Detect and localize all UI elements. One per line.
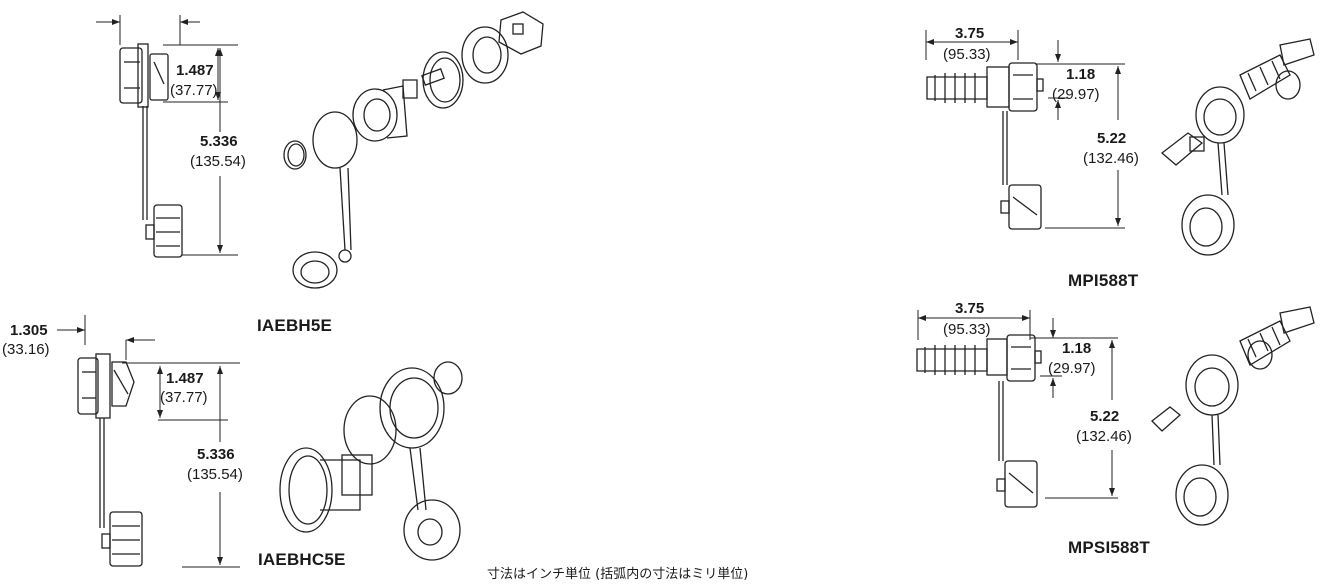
mpsi588t-height-mm: (132.46) (1076, 428, 1132, 445)
mpsi588t-exploded-view-drawing (1151, 306, 1315, 526)
mpi588t-exploded-view-drawing (1160, 38, 1315, 256)
iaebh5e-height-mm: (135.54) (190, 153, 246, 170)
mpi588t-depth-in: 1.18 (1066, 66, 1096, 83)
units-footnote: 寸法はインチ単位 (括弧内の寸法はミリ単位) (487, 567, 749, 582)
model-label-iaebh5e: IAEBH5E (257, 316, 333, 335)
mpi588t-side-view-drawing (926, 62, 1044, 230)
iaebhc5e-width-mm: (33.16) (2, 341, 50, 358)
mpsi588t-height-in: 5.22 (1090, 408, 1120, 425)
mpi588t-height-in: 5.22 (1097, 130, 1127, 147)
model-label-iaebhc5e: IAEBHC5E (258, 550, 346, 569)
iaebh5e-height-in: 5.336 (200, 133, 238, 150)
model-label-mpi588t: MPI588T (1068, 271, 1139, 290)
mpi588t-depth-mm: (29.97) (1052, 86, 1100, 103)
model-label-mpsi588t: MPSI588T (1068, 538, 1150, 557)
iaebhc5e-depth-in: 1.487 (166, 370, 204, 387)
mpsi588t-length-in: 3.75 (955, 300, 985, 317)
mpi588t-length-mm: (95.33) (943, 46, 991, 63)
mpsi588t-depth-mm: (29.97) (1048, 360, 1096, 377)
iaebh5e-depth-in: 1.487 (176, 62, 214, 79)
mpsi588t-side-view-drawing (916, 334, 1042, 508)
mpi588t-height-mm: (132.46) (1083, 150, 1139, 167)
iaebhc5e-height-in: 5.336 (197, 446, 235, 463)
iaebhc5e-depth-mm: (37.77) (160, 389, 208, 406)
iaebhc5e-exploded-view-drawing (279, 361, 463, 561)
mpi588t-length-in: 3.75 (955, 25, 985, 42)
iaebh5e-side-view-drawing (119, 43, 183, 258)
iaebhc5e-height-mm: (135.54) (187, 466, 243, 483)
mpsi588t-depth-in: 1.18 (1062, 340, 1092, 357)
iaebh5e-depth-mm: (37.77) (170, 82, 218, 99)
mpsi588t-length-mm: (95.33) (943, 321, 991, 338)
iaebhc5e-side-view-drawing (77, 353, 143, 567)
iaebh5e-exploded-view-drawing (283, 11, 544, 289)
iaebhc5e-width-in: 1.305 (10, 322, 48, 339)
